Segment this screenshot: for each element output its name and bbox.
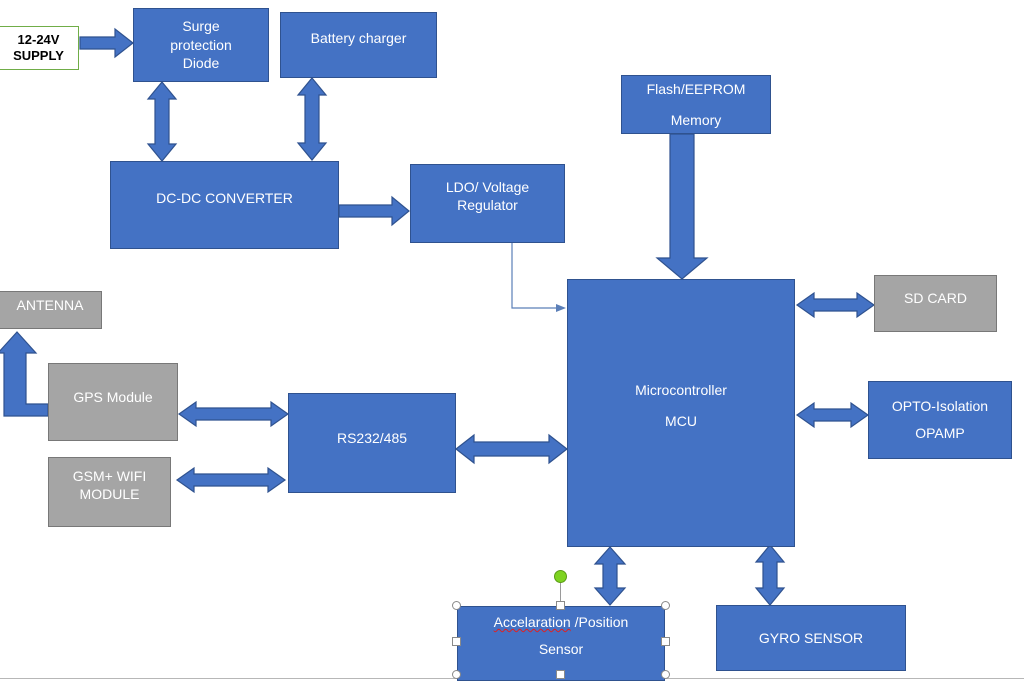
resize-handle-top-left[interactable] <box>452 601 461 610</box>
rs232-485-block[interactable]: RS232/485 <box>288 393 456 493</box>
arrow-dcdc-to-ldo <box>338 195 410 227</box>
arrow-gps-rs <box>177 400 290 428</box>
resize-handle-top[interactable] <box>556 601 565 610</box>
surge-line1: Surge <box>182 17 220 34</box>
ldo-line1: LDO/ Voltage <box>445 179 530 195</box>
gps-module-block[interactable]: GPS Module <box>48 363 178 441</box>
surge-line2: protection <box>170 36 232 53</box>
gsm-line1: GSM+ WIFI <box>72 468 147 484</box>
antenna-label: ANTENNA <box>16 297 84 313</box>
accel-line1: Accelaration /Position <box>494 613 629 632</box>
supply-line1: 12-24V <box>17 32 60 48</box>
mcu-line2: MCU <box>665 412 697 429</box>
gsm-wifi-module-block[interactable]: GSM+ WIFI MODULE <box>48 457 171 527</box>
surge-line3: Diode <box>182 55 220 72</box>
supply-block[interactable]: 12-24V SUPPLY <box>0 26 79 70</box>
opto-line2: OPAMP <box>915 425 965 441</box>
antenna-block[interactable]: ANTENNA <box>0 291 102 329</box>
resize-handle-top-right[interactable] <box>661 601 670 610</box>
arrow-gsm-rs <box>175 466 287 494</box>
mcu-block[interactable]: Microcontroller MCU <box>567 279 795 547</box>
arrow-mcu-sdcard <box>795 291 876 319</box>
arrow-flash-to-mcu <box>655 133 709 280</box>
rotation-handle[interactable] <box>554 570 567 583</box>
arrow-gps-to-antenna <box>0 331 49 417</box>
rs-label: RS232/485 <box>336 430 408 446</box>
arrow-battery-dcdc <box>296 77 328 161</box>
accel-word1: Accelaration <box>493 614 571 630</box>
accel-line2: Sensor <box>538 640 584 657</box>
gps-label: GPS Module <box>73 389 153 405</box>
arrow-supply-to-surge <box>79 27 134 59</box>
opto-isolation-block[interactable]: OPTO-Isolation OPAMP <box>868 381 1012 459</box>
accel-rest: /Position <box>570 614 629 630</box>
arrow-mcu-accel <box>593 546 627 606</box>
resize-handle-left[interactable] <box>452 637 461 646</box>
gsm-line2: MODULE <box>79 485 140 502</box>
resize-handle-bottom-right[interactable] <box>661 670 670 679</box>
dcdc-converter-block[interactable]: DC-DC CONVERTER <box>110 161 339 249</box>
sdcard-label: SD CARD <box>903 290 967 306</box>
connector-ldo-to-mcu <box>511 243 566 312</box>
ldo-regulator-block[interactable]: LDO/ Voltage Regulator <box>410 164 565 243</box>
flash-memory-block[interactable]: Flash/EEPROM Memory <box>621 75 771 134</box>
surge-protection-block[interactable]: Surge protection Diode <box>133 8 269 82</box>
dcdc-label: DC-DC CONVERTER <box>156 190 293 206</box>
ldo-line2: Regulator <box>457 196 518 213</box>
battery-charger-block[interactable]: Battery charger <box>280 12 437 78</box>
arrow-rs-mcu <box>455 433 568 465</box>
resize-handle-bottom-left[interactable] <box>452 670 461 679</box>
battery-label: Battery charger <box>310 30 407 46</box>
flash-line1: Flash/EEPROM <box>646 80 746 97</box>
opto-line1: OPTO-Isolation <box>891 398 989 415</box>
gyro-sensor-block[interactable]: GYRO SENSOR <box>716 605 906 671</box>
supply-line2: SUPPLY <box>13 48 64 63</box>
arrow-mcu-opto <box>795 401 870 429</box>
arrow-surge-dcdc <box>146 81 178 162</box>
arrow-mcu-gyro <box>754 544 786 606</box>
sd-card-block[interactable]: SD CARD <box>874 275 997 332</box>
resize-handle-right[interactable] <box>661 637 670 646</box>
gyro-label: GYRO SENSOR <box>758 629 864 646</box>
resize-handle-bottom[interactable] <box>556 670 565 679</box>
rotation-stem <box>560 582 561 606</box>
mcu-line1: Microcontroller <box>635 382 727 398</box>
flash-line2: Memory <box>670 111 722 128</box>
